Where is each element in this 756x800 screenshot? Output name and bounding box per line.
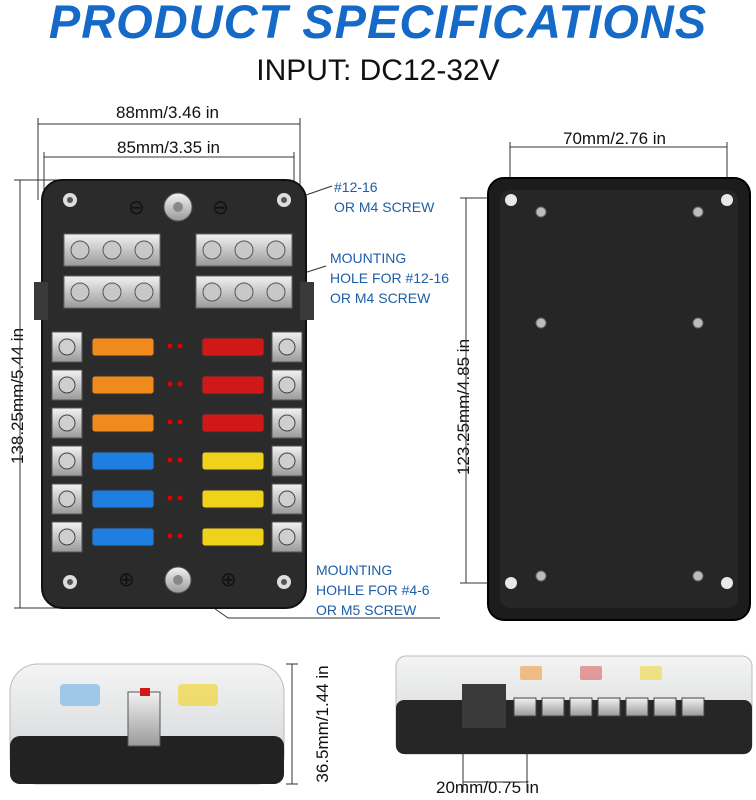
back-width-label: 70mm/2.76 in: [563, 129, 666, 148]
note-line: OR M4 SCREW: [330, 290, 431, 306]
terminal-spacing-label: 20mm/0.75 in: [436, 778, 539, 797]
screw-top-note: #12-16 OR M4 SCREW: [334, 177, 434, 217]
note-line: HOLE FOR #12-16: [330, 270, 450, 286]
overall-width-label: 88mm/3.46 in: [116, 103, 219, 122]
fuse-box-terminal-view: [395, 655, 753, 792]
svg-text:⊖: ⊖: [128, 195, 145, 219]
mounting-bottom-note: MOUNTING HOHLE FOR #4-6 OR M5 SCREW: [316, 560, 430, 620]
inner-width-label: 85mm/3.35 in: [117, 138, 220, 157]
mounting-mid-note: MOUNTING HOLE FOR #12-16 OR M4 SCREW: [330, 248, 449, 308]
fuse-box-front: ⊖ ⊖ ⊕ ⊕: [34, 179, 314, 609]
note-line: MOUNTING: [330, 250, 407, 266]
bus-bars: [63, 233, 293, 309]
svg-text:⊖: ⊖: [212, 195, 229, 219]
fuses-right: [201, 337, 265, 547]
note-line: OR M5 SCREW: [316, 602, 417, 618]
note-line: #12-16: [334, 179, 378, 195]
svg-text:⊕: ⊕: [118, 567, 135, 591]
note-line: HOHLE FOR #4-6: [316, 582, 430, 598]
fuse-box-back: [487, 177, 751, 621]
input-voltage-subtitle: INPUT: DC12-32V: [256, 54, 500, 87]
note-line: OR M4 SCREW: [334, 199, 435, 215]
leds: [167, 343, 183, 539]
fuse-box-side-view: [9, 663, 298, 785]
page-title: PRODUCT SPECIFICATIONS: [48, 0, 708, 48]
fuses-left: [91, 337, 155, 547]
svg-text:⊕: ⊕: [220, 567, 237, 591]
note-line: MOUNTING: [316, 562, 393, 578]
